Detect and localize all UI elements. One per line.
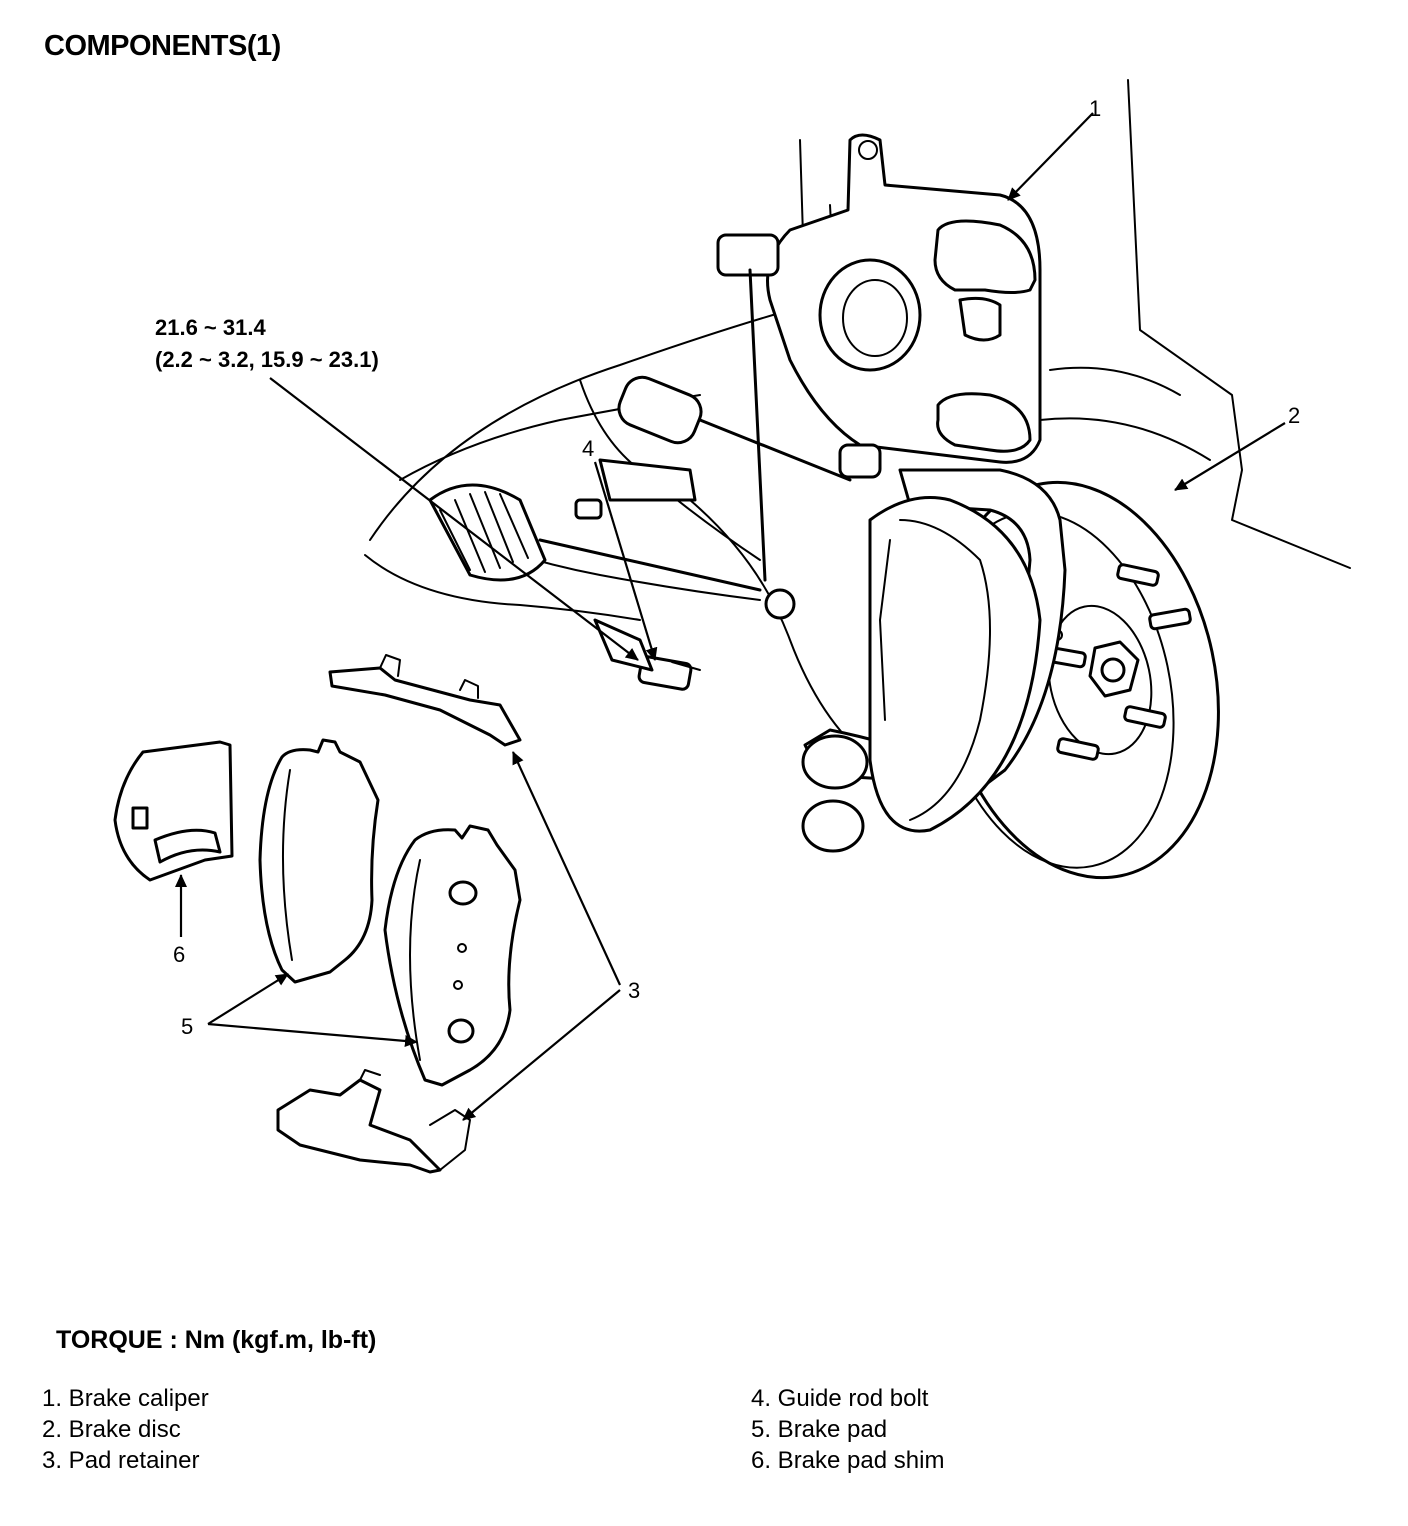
brake-pad-outer xyxy=(258,738,380,984)
brake-pad-inner xyxy=(383,824,522,1087)
torque-spec-alt-units: (2.2 ~ 3.2, 15.9 ~ 23.1) xyxy=(155,347,379,372)
legend-item: 3. Pad retainer xyxy=(42,1447,200,1474)
torque-units-note: TORQUE : Nm (kgf.m, lb-ft) xyxy=(56,1326,377,1354)
legend-item: 4. Guide rod bolt xyxy=(751,1385,929,1412)
callout-3: 3 xyxy=(628,978,641,1003)
pad-retainer-bottom xyxy=(276,1069,471,1174)
guide-rod-bolts xyxy=(574,233,796,691)
callout-4: 4 xyxy=(582,436,595,461)
legend-item: 5. Brake pad xyxy=(751,1416,888,1443)
legend-right-column: 4. Guide rod bolt 5. Brake pad 6. Brake … xyxy=(751,1383,944,1476)
callout-2: 2 xyxy=(1288,403,1301,428)
legend-item: 6. Brake pad shim xyxy=(751,1447,945,1474)
guide-rod-bolt-torque-spec: 21.6 ~ 31.4 (2.2 ~ 3.2, 15.9 ~ 23.1) xyxy=(155,312,379,376)
callout-5: 5 xyxy=(181,1014,194,1039)
callout-1: 1 xyxy=(1089,96,1102,121)
caliper-bracket xyxy=(801,468,1067,853)
drive-boot xyxy=(428,375,852,592)
brake-caliper xyxy=(766,133,1042,479)
page-title: COMPONENTS(1) xyxy=(44,30,281,62)
leader-lines xyxy=(175,112,1286,1121)
pad-retainer-top xyxy=(328,654,522,747)
legend-item: 2. Brake disc xyxy=(42,1416,181,1443)
brake-pad-shim xyxy=(113,740,234,882)
legend-left-column: 1. Brake caliper 2. Brake disc 3. Pad re… xyxy=(42,1383,209,1476)
callout-6: 6 xyxy=(173,942,186,967)
legend-item: 1. Brake caliper xyxy=(42,1385,209,1412)
torque-spec-nm: 21.6 ~ 31.4 xyxy=(155,315,266,340)
